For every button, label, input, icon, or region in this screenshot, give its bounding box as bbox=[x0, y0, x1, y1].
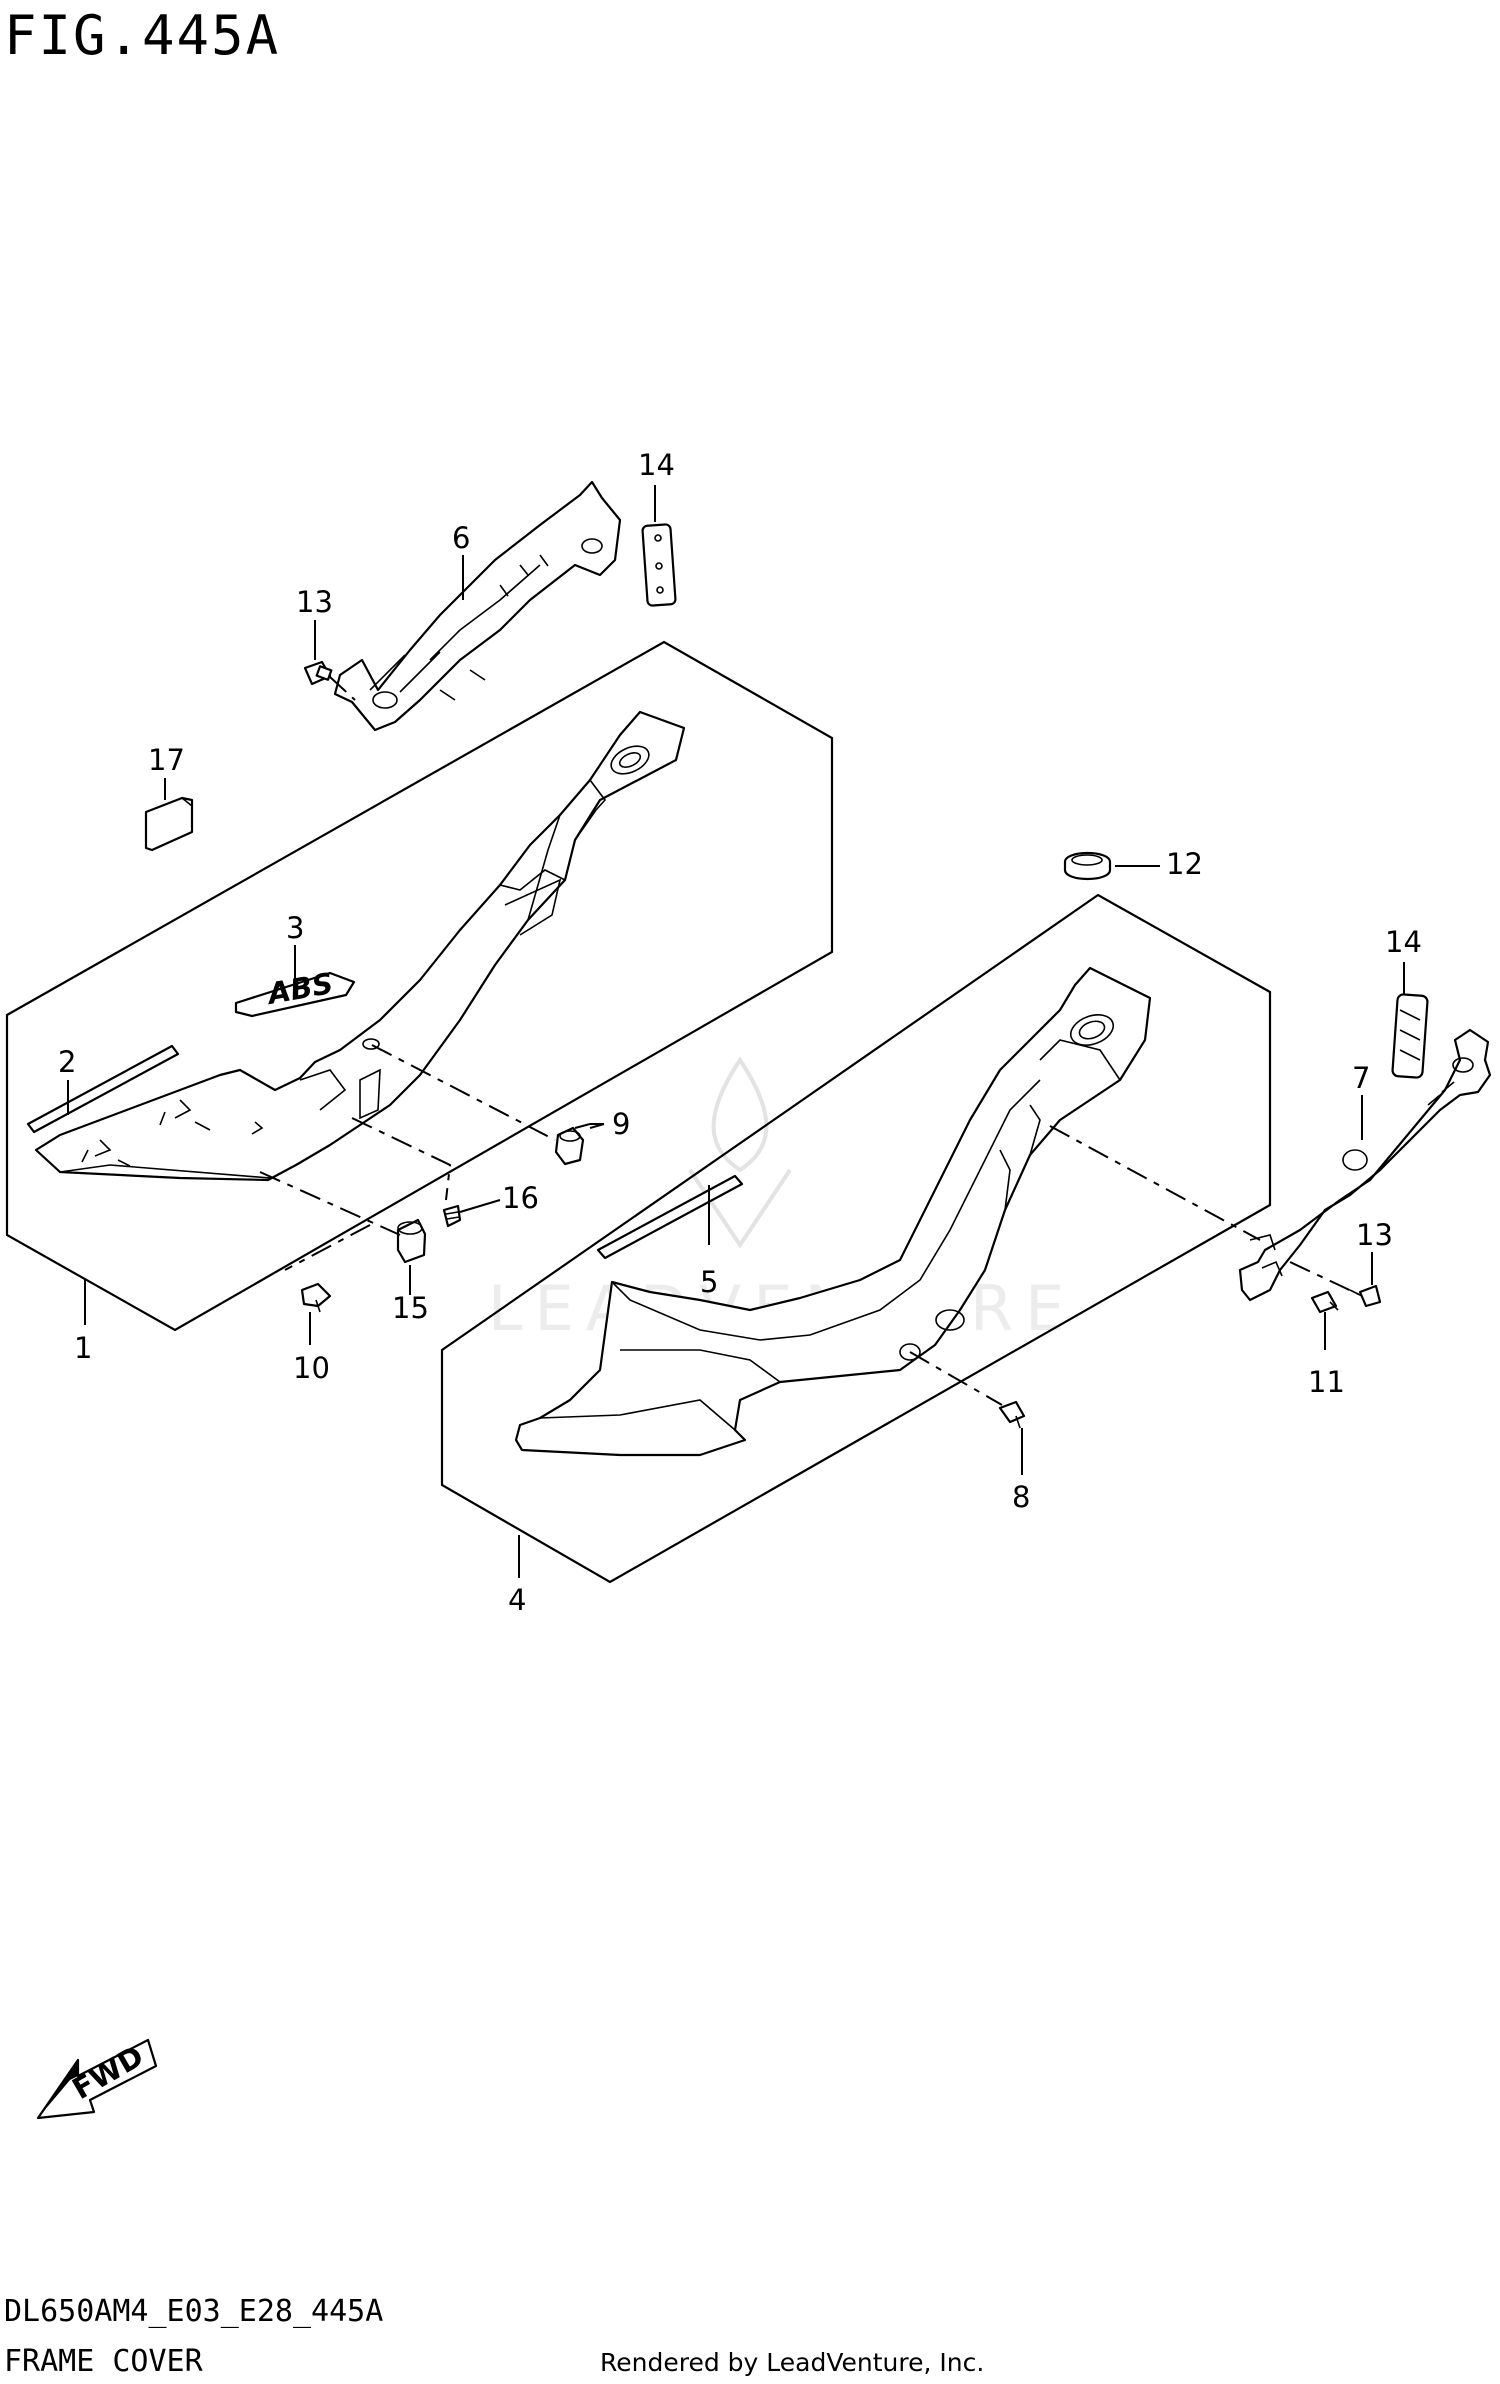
callout-14-top: 14 bbox=[638, 448, 675, 482]
callout-9: 9 bbox=[612, 1107, 630, 1141]
figure-title: FIG.445A bbox=[4, 4, 281, 67]
callout-14-right: 14 bbox=[1385, 925, 1422, 959]
abs-emblem: ABS bbox=[234, 966, 356, 1018]
rubber-cushion-right bbox=[1391, 993, 1429, 1079]
screw-8 bbox=[998, 1400, 1026, 1429]
callout-4: 4 bbox=[508, 1583, 526, 1617]
model-code: DL650AM4_E03_E28_445A bbox=[4, 2294, 384, 2329]
callout-8: 8 bbox=[1012, 1480, 1030, 1514]
warning-label bbox=[144, 796, 194, 852]
assembly-line-15 bbox=[259, 1171, 401, 1236]
callout-10: 10 bbox=[293, 1351, 330, 1385]
frame-cover-right bbox=[514, 966, 1152, 1457]
watermark-flame-icon bbox=[711, 1056, 769, 1173]
screw-11 bbox=[1310, 1290, 1339, 1314]
callout-17: 17 bbox=[148, 743, 185, 777]
callout-2: 2 bbox=[58, 1045, 76, 1079]
callout-leaders bbox=[67, 485, 1405, 1578]
callout-13-top: 13 bbox=[296, 585, 333, 619]
assembly-line-16 bbox=[351, 1117, 452, 1201]
callout-15: 15 bbox=[392, 1291, 429, 1325]
section-name: FRAME COVER bbox=[4, 2344, 203, 2379]
assembly-frame-left bbox=[5, 640, 834, 1332]
frame-tape-strip-right bbox=[596, 1174, 744, 1260]
callout-11: 11 bbox=[1308, 1365, 1345, 1399]
fwd-label: FWD bbox=[67, 2039, 150, 2106]
callout-6: 6 bbox=[452, 521, 470, 555]
callout-13-right: 13 bbox=[1356, 1218, 1393, 1252]
frame-bracket-left bbox=[333, 480, 622, 732]
callout-5: 5 bbox=[700, 1265, 718, 1299]
callout-numbers: 1 2 3 4 5 6 7 8 9 10 11 12 13 13 14 14 1… bbox=[58, 448, 1422, 1617]
fwd-arrow-icon: FWD bbox=[36, 2039, 158, 2120]
callout-7: 7 bbox=[1352, 1061, 1370, 1095]
assembly-line-10 bbox=[284, 1224, 371, 1271]
frame-cover-left bbox=[34, 710, 686, 1182]
assembly-line-7 bbox=[1049, 1125, 1261, 1241]
assembly-frame-right bbox=[440, 893, 1272, 1584]
screw-10 bbox=[300, 1282, 332, 1313]
grommet-9 bbox=[554, 1126, 585, 1166]
callout-12: 12 bbox=[1166, 847, 1203, 881]
callout-3: 3 bbox=[286, 911, 304, 945]
nut-16 bbox=[442, 1204, 462, 1228]
abs-emblem-text: ABS bbox=[263, 966, 335, 1011]
assembly-line-8 bbox=[909, 1351, 1003, 1406]
rendered-by-credit: Rendered by LeadVenture, Inc. bbox=[600, 2348, 985, 2377]
callout-16: 16 bbox=[502, 1181, 539, 1215]
callout-1: 1 bbox=[74, 1331, 92, 1365]
assembly-line-13-right bbox=[1289, 1261, 1359, 1295]
frame-tape-strip bbox=[26, 1044, 180, 1134]
rubber-cushion-top bbox=[641, 523, 677, 607]
assembly-line-13 bbox=[329, 676, 356, 701]
assembly-line-9 bbox=[371, 1044, 556, 1141]
collar-15 bbox=[396, 1218, 427, 1264]
bolt-13-top bbox=[303, 660, 333, 686]
grommet-12 bbox=[1063, 852, 1112, 880]
bolt-13-right bbox=[1349, 1284, 1382, 1308]
